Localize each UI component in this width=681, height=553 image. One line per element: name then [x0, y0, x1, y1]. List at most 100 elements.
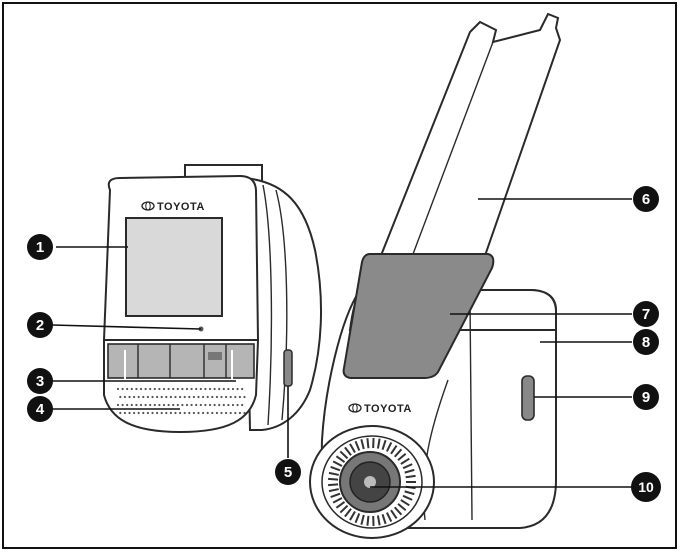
grille-dot: [236, 403, 239, 407]
grille-dot: [231, 403, 235, 407]
grille-dot: [156, 395, 159, 399]
grille-dot: [162, 387, 166, 391]
focus-ring-notch: [328, 477, 339, 481]
focus-ring-notch: [328, 488, 339, 493]
grille-dot: [241, 403, 244, 407]
grille-dot: [190, 387, 193, 391]
focus-ring-notch: [381, 514, 387, 525]
focus-ring-notch: [386, 442, 393, 452]
right-camera: TOYOTA: [309, 12, 562, 539]
lens-focus-ring: [328, 437, 416, 527]
callout-5: 5: [275, 459, 301, 485]
grille-dot: [167, 403, 170, 407]
grille-dot: [165, 395, 168, 399]
grille-dot: [225, 411, 228, 415]
grille-dot: [172, 403, 175, 407]
grille-dot: [165, 411, 168, 415]
grille-dot: [190, 403, 193, 407]
focus-ring-notch: [394, 448, 403, 458]
callout-7: 7: [633, 301, 659, 327]
grille-dot: [153, 387, 156, 391]
grille-dot: [220, 411, 223, 415]
button-strip: [107, 343, 255, 380]
grille-dot: [176, 387, 179, 391]
callout-3: 3: [27, 368, 53, 394]
focus-ring-notch: [394, 506, 403, 516]
grille-dot: [197, 411, 200, 415]
callout-10: 10: [631, 472, 661, 502]
callout-4-label: 4: [36, 401, 45, 418]
grille-dot: [225, 395, 228, 399]
lens-assembly: [309, 425, 435, 539]
left-camera-side-body: [243, 176, 323, 431]
focus-ring-notch: [349, 510, 356, 521]
side-button: [521, 375, 535, 421]
callout-6: 6: [633, 186, 659, 212]
grille-dot: [211, 411, 214, 415]
grille-dot: [174, 395, 177, 399]
grille-dot: [192, 395, 195, 399]
right-camera-side-ridge: [469, 299, 473, 521]
grille-dot: [195, 387, 198, 391]
focus-ring-notch: [360, 514, 365, 525]
grille-dot: [183, 411, 186, 415]
grille-dot: [144, 403, 147, 407]
grille-dot: [116, 403, 120, 407]
grille-dot: [151, 411, 154, 415]
grille-dot: [204, 387, 207, 391]
toyota-emblem-inner-icon: [145, 201, 151, 211]
grille-dot: [121, 387, 124, 391]
grille-dot: [227, 403, 230, 407]
speaker-grille: [116, 387, 246, 415]
grille-dot: [197, 395, 200, 399]
grille-dot: [243, 411, 246, 415]
grille-dot: [208, 403, 212, 407]
grille-dot: [181, 403, 184, 407]
grille-dot: [133, 395, 136, 399]
grille-dot: [236, 387, 239, 391]
callout-8-label: 8: [642, 334, 650, 351]
grille-dot: [208, 387, 212, 391]
grille-dot: [160, 411, 163, 415]
grille-dot: [199, 387, 202, 391]
grille-dot: [158, 403, 161, 407]
focus-ring-notch: [405, 474, 416, 479]
callout-2: 2: [27, 312, 53, 338]
grille-dot: [206, 395, 209, 399]
grille-dot: [243, 395, 246, 399]
grille-dot: [195, 403, 198, 407]
focus-ring-notch: [402, 463, 413, 470]
focus-ring-notch: [397, 452, 407, 461]
focus-ring-notch: [335, 501, 346, 509]
grille-dot: [199, 403, 202, 407]
callout-3-label: 3: [36, 373, 44, 390]
callout-1-label: 1: [36, 239, 44, 256]
grille-dot: [213, 403, 216, 407]
callout-9: 9: [633, 384, 659, 410]
grille-dot: [116, 387, 120, 391]
mount-bracket-edge: [409, 41, 494, 263]
callout-badges: 1 2 3 4 5 6 7 8 9 10: [27, 186, 661, 502]
grille-dot: [179, 411, 182, 415]
grille-dot: [202, 395, 205, 399]
grille-dot: [139, 387, 143, 391]
grille-dot: [135, 403, 138, 407]
grille-dot: [144, 387, 147, 391]
leader-line-2: [51, 324, 202, 330]
grille-dot: [202, 411, 205, 415]
grille-dot: [179, 395, 182, 399]
focus-ring-notch: [366, 438, 370, 449]
grille-dot: [167, 387, 170, 391]
grille-dot: [128, 411, 131, 415]
focus-ring-notch: [360, 439, 365, 450]
callout-2-label: 2: [36, 317, 44, 334]
button-icon-block: [208, 352, 222, 360]
grille-dot: [227, 387, 230, 391]
focus-ring-notch: [332, 497, 343, 504]
grille-dot: [146, 395, 149, 399]
focus-ring-notch: [404, 490, 415, 496]
grille-dot: [137, 395, 140, 399]
leader-lines: [51, 198, 632, 488]
